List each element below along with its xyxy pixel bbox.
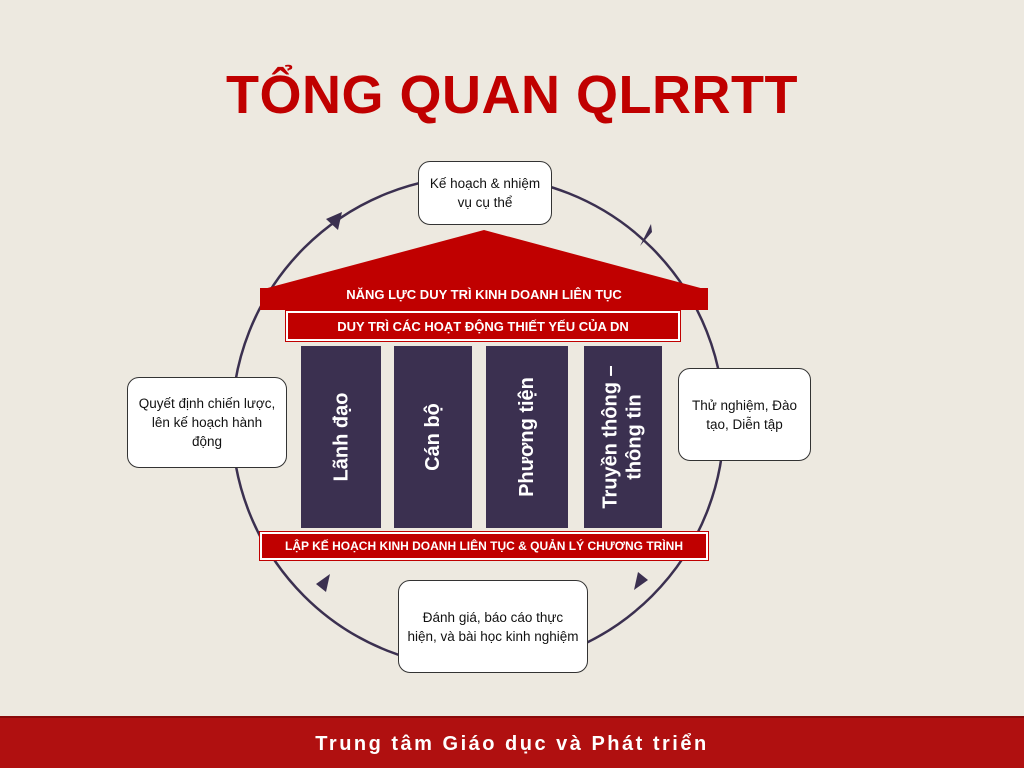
pillar-label: Truyền thông – thông tin <box>599 365 647 508</box>
roof-label: NĂNG LỰC DUY TRÌ KINH DOANH LIÊN TỤC <box>346 286 622 302</box>
slide-title: TỔNG QUAN QLRRTT <box>226 65 798 125</box>
arrow-top-left-icon <box>326 212 342 230</box>
pillar-facilities: Phương tiện <box>486 346 568 528</box>
footer-bar: Trung tâm Giáo dục và Phát triển <box>0 716 1024 768</box>
pillar-label: Cán bộ <box>422 403 444 471</box>
arrow-bottom-right-icon <box>634 572 648 590</box>
arrow-bottom-left-icon <box>316 574 330 592</box>
pillar-label: Lãnh đạo <box>330 392 353 482</box>
cycle-box-left: Quyết định chiến lược, lên kế hoạch hành… <box>127 377 287 468</box>
base-label: LẬP KẾ HOẠCH KINH DOANH LIÊN TỤC & QUẢN … <box>259 531 709 561</box>
pillar-staff: Cán bộ <box>394 346 472 528</box>
arrow-top-right-icon <box>640 224 652 246</box>
beam-label: DUY TRÌ CÁC HOẠT ĐỘNG THIẾT YẾU CỦA DN <box>285 310 681 342</box>
pillar-communication: Truyền thông – thông tin <box>584 346 662 528</box>
pillar-label-line2: thông tin <box>624 394 646 480</box>
pillar-leadership: Lãnh đạo <box>301 346 381 528</box>
pillar-label-line1: Truyền thông – <box>600 365 622 509</box>
cycle-box-top: Kế hoạch & nhiệm vụ cụ thể <box>418 161 552 225</box>
pillar-label: Phương tiện <box>516 377 538 497</box>
cycle-box-bottom: Đánh giá, báo cáo thực hiện, và bài học … <box>398 580 588 673</box>
cycle-box-right: Thử nghiệm, Đào tạo, Diễn tập <box>678 368 811 461</box>
